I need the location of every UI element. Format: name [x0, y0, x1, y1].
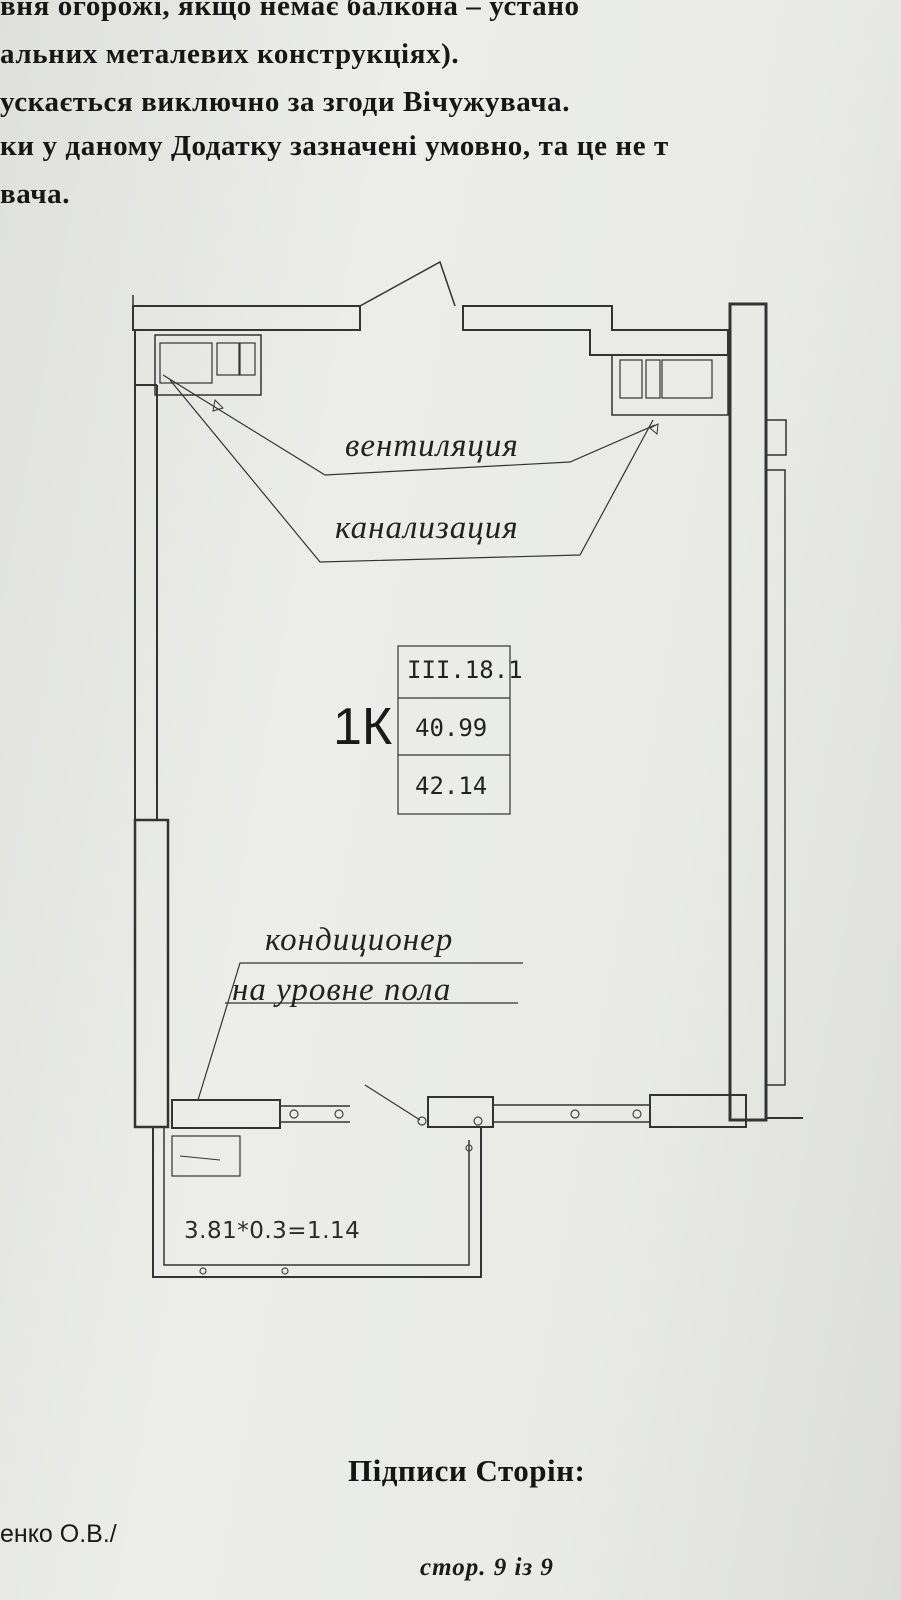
- duct-shaft-left: [154, 334, 262, 396]
- label-ac-line1: кондиционер: [265, 922, 454, 958]
- wall-right: [728, 302, 768, 1122]
- area-living: 40.99: [415, 714, 488, 742]
- balcony-door-swing: [364, 1084, 421, 1121]
- entrance-door-swing: [359, 260, 456, 307]
- area-table: [397, 645, 511, 815]
- wall-bottom-right: [649, 1094, 747, 1128]
- text-line-1: вня огорожі, якщо немає балкона – устано: [0, 0, 580, 22]
- signatures-title: Підписи Сторін:: [348, 1453, 586, 1488]
- wall-top-right: [462, 305, 729, 356]
- text-line-4: ки у даному Додатку зазначені умовно, та…: [0, 130, 669, 162]
- unit-type: 1К: [333, 698, 393, 756]
- wall-top-left: [132, 305, 361, 331]
- page-number: стор. 9 із 9: [420, 1554, 554, 1581]
- area-total: 42.14: [415, 772, 488, 800]
- wall-left-thick: [133, 818, 170, 1129]
- wall-left-thin: [134, 330, 158, 820]
- text-line-3: ускається виключно за згоди Вічужувача.: [0, 86, 571, 118]
- balcony-area-calc: 3.81*0.3=1.14: [184, 1218, 361, 1244]
- text-line-2: альних металевих конструкціях).: [0, 38, 460, 70]
- label-sewerage: канализация: [335, 510, 519, 546]
- duct-shaft-right: [611, 354, 729, 416]
- unit-code: III.18.1: [407, 656, 523, 684]
- signer-name: енко О.В./: [0, 1520, 117, 1548]
- label-ventilation: вентиляция: [345, 428, 519, 464]
- balcony-outline: [152, 1128, 482, 1278]
- wall-bottom-left: [171, 1099, 281, 1129]
- label-ac-line2: на уровне пола: [232, 972, 452, 1008]
- text-line-5: вача.: [0, 178, 71, 210]
